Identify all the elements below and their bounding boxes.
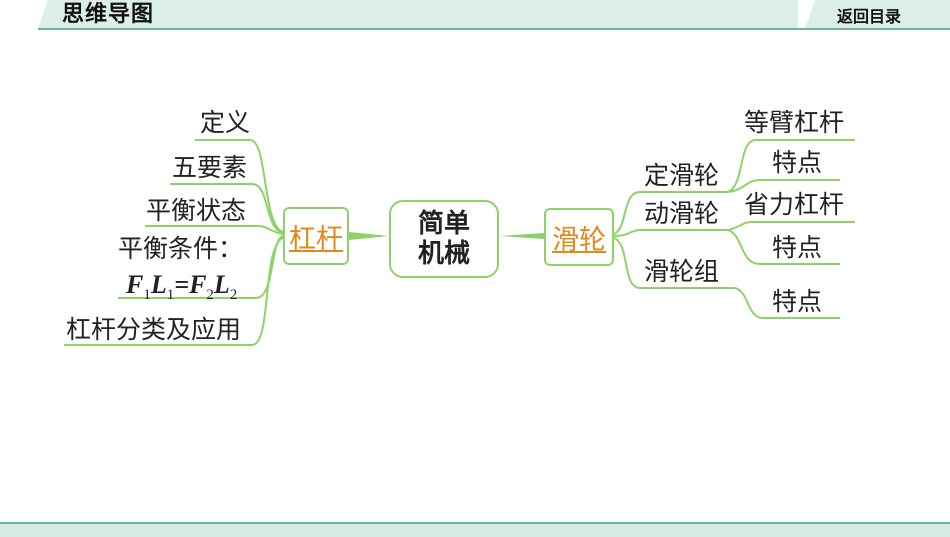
formula-sub-3: 2 <box>206 287 214 304</box>
branch-fixed-feature <box>727 179 840 193</box>
formula-f1: F <box>126 270 144 299</box>
page-title: 思维导图 <box>62 2 155 27</box>
leaf-movable-pulley-feature: 特点 <box>772 233 823 262</box>
leaf-equal-arm-lever: 等臂杠杆 <box>744 108 845 137</box>
back-to-contents-label: 返回目录 <box>837 7 902 26</box>
formula-sub-1: 1 <box>143 287 151 304</box>
branch-balance-state <box>145 225 284 235</box>
branch-equal-arm <box>727 139 855 193</box>
leaf-fixed-pulley: 定滑轮 <box>644 161 720 190</box>
leaf-movable-pulley: 动滑轮 <box>644 199 720 228</box>
branch-fixed-pulley <box>613 191 728 235</box>
formula-equals: = <box>174 270 190 299</box>
left-branches <box>64 139 284 346</box>
leaf-pulley-block: 滑轮组 <box>644 257 720 286</box>
back-to-contents-button[interactable]: 返回目录 <box>805 0 950 28</box>
center-node-simple-machines: 简单 机械 <box>389 200 499 278</box>
pulley-node[interactable]: 滑轮 <box>544 208 614 266</box>
center-node-line-1: 简单 <box>417 209 470 239</box>
branch-force-saving <box>727 221 855 231</box>
right-branches <box>613 139 855 319</box>
connector-center-right <box>499 233 544 239</box>
branch-definition <box>195 139 284 233</box>
formula-sub-2: 1 <box>166 287 175 304</box>
branch-block-feature <box>734 287 840 319</box>
branch-lever-classes <box>64 237 284 346</box>
header-band <box>38 0 798 28</box>
branch-movable-pulley <box>613 229 728 237</box>
balance-formula: F1L1=F2L2 <box>126 270 237 304</box>
branch-movable-feature <box>727 229 840 265</box>
branch-five-elements <box>170 183 284 234</box>
header-underline <box>38 28 950 30</box>
pulley-node-label: 滑轮 <box>552 224 606 256</box>
branch-pulley-block <box>613 237 735 289</box>
leaf-five-elements: 五要素 <box>172 153 248 182</box>
leaf-lever-classes: 杠杆分类及应用 <box>66 315 242 344</box>
formula-sub-4: 2 <box>229 287 238 304</box>
leaf-balance-state: 平衡状态 <box>146 196 247 225</box>
connector-center-left <box>349 232 389 240</box>
leaf-force-saving-lever: 省力杠杆 <box>744 190 845 219</box>
formula-l1: L <box>150 270 167 299</box>
footer-bar <box>0 522 950 537</box>
leaf-balance-condition: 平衡条件： <box>118 234 244 263</box>
lever-node[interactable]: 杠杆 <box>283 207 349 265</box>
leaf-fixed-pulley-feature: 特点 <box>772 148 823 177</box>
leaf-definition: 定义 <box>200 108 251 137</box>
formula-f2: F <box>189 270 207 299</box>
lever-node-label: 杠杆 <box>289 223 343 255</box>
leaf-pulley-block-feature: 特点 <box>772 287 823 316</box>
header-bar <box>0 0 950 30</box>
center-node-line-2: 机械 <box>417 239 470 269</box>
formula-l2: L <box>213 270 230 299</box>
